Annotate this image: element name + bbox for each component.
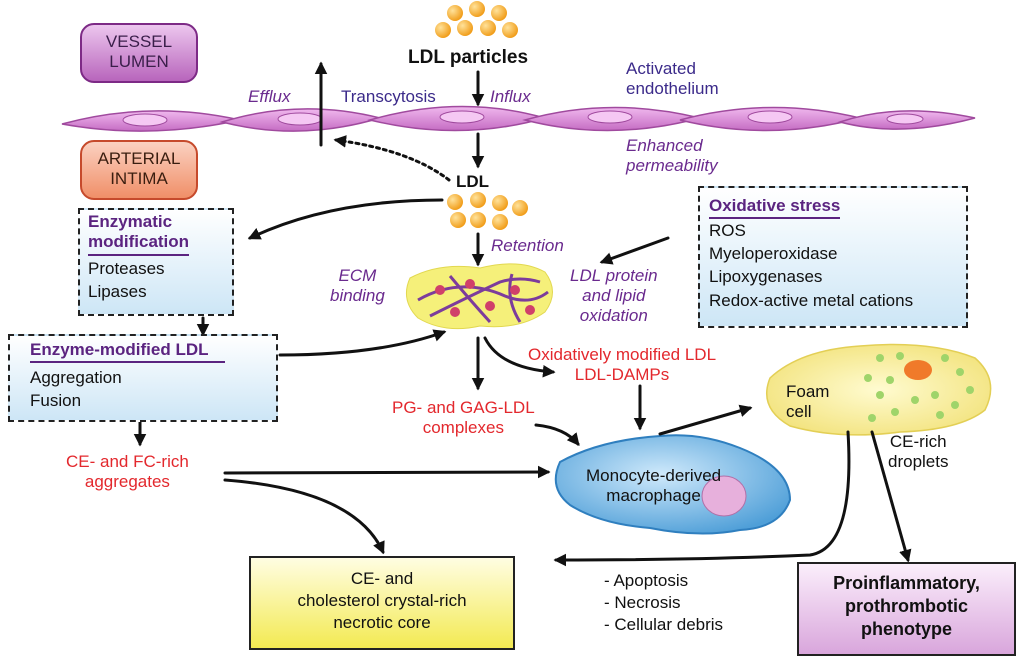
vessel-lumen-text: VESSEL LUMEN xyxy=(105,32,173,72)
enzyme-modified-item: Fusion xyxy=(30,391,82,410)
arterial-intima-label: ARTERIAL INTIMA xyxy=(80,140,198,200)
activated-endothelium-label: Activated endothelium xyxy=(626,59,719,99)
ldl-particles-label: LDL particles xyxy=(408,47,529,68)
oxidative-item: ROS xyxy=(709,220,746,240)
transcytosis-label: Transcytosis xyxy=(341,87,436,106)
enzymatic-title: Enzymatic modification xyxy=(88,212,190,256)
enhanced-permeability-label: Enhanced permeability xyxy=(626,136,718,176)
macrophage-cell xyxy=(554,434,792,535)
enzymatic-item: Proteases xyxy=(88,258,165,278)
efflux-label: Efflux xyxy=(248,87,291,106)
ldl-particles-top xyxy=(435,1,518,38)
phenotype-text: Proinflammatory, prothrombotic phenotype xyxy=(833,573,980,640)
ldl-oxidation-label: LDL protein and lipid oxidation xyxy=(570,266,658,326)
arterial-intima-text: ARTERIAL INTIMA xyxy=(97,149,181,189)
phenotype-box: Proinflammatory, prothrombotic phenotype xyxy=(797,562,1016,656)
ecm-binding-label: ECM binding xyxy=(330,266,385,306)
endothelium-layer xyxy=(61,105,976,132)
influx-label: Influx xyxy=(490,87,531,106)
enzymatic-item: Lipases xyxy=(88,281,147,301)
macrophage-label: Monocyte-derived macrophage xyxy=(586,466,722,506)
oxidative-item: Lipoxygenases xyxy=(709,267,823,287)
necrotic-core-box: CE- and cholesterol crystal-rich necroti… xyxy=(249,556,515,650)
enzymatic-modification-box: Enzymatic modification Proteases Lipases xyxy=(78,208,234,316)
ce-fc-aggregates-label: CE- and FC-rich aggregates xyxy=(66,452,189,492)
oxidative-item: Myeloperoxidase xyxy=(709,244,838,263)
foam-cell-label: Foam cell xyxy=(786,382,830,422)
enzyme-modified-ldl-box: Enzyme-modified LDL Aggregation Fusion xyxy=(8,334,278,422)
vessel-lumen-label: VESSEL LUMEN xyxy=(80,23,198,83)
retention-label: Retention xyxy=(491,236,564,255)
ldl-label: LDL xyxy=(456,172,490,191)
pg-gag-ldl-label: PG- and GAG-LDL complexes xyxy=(392,398,535,438)
flow-arrows xyxy=(133,61,912,567)
oxidative-item: Redox-active metal cations xyxy=(709,290,914,310)
necrotic-core-text: CE- and cholesterol crystal-rich necroti… xyxy=(297,569,467,632)
cell-death-list: - Apoptosis - Necrosis - Cellular debris xyxy=(604,571,724,635)
enzyme-modified-item: Aggregation xyxy=(30,368,122,387)
oxidative-stress-box: Oxidative stress ROS Myeloperoxidase Lip… xyxy=(698,186,968,328)
ecm-matrix xyxy=(405,263,553,330)
ce-rich-droplets-label: CE-rich droplets xyxy=(888,432,949,472)
enzyme-modified-title: Enzyme-modified LDL xyxy=(30,340,225,363)
oxidatively-modified-ldl-label: Oxidatively modified LDL LDL-DAMPs xyxy=(528,345,717,385)
foam-cell xyxy=(766,343,992,436)
oxidative-title: Oxidative stress xyxy=(709,196,841,219)
ldl-particles-intima xyxy=(447,192,528,230)
